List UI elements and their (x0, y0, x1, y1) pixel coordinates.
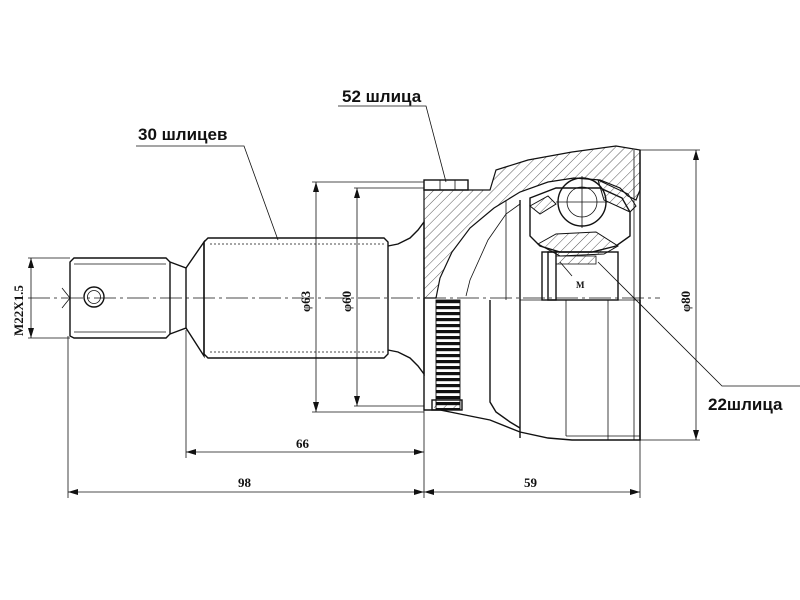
dim-63-label: φ63 (298, 290, 313, 312)
cotter-pin-hole (83, 286, 105, 308)
dim-98-label: 98 (238, 475, 252, 490)
dim-60-label: φ60 (339, 291, 354, 312)
mark-m-label: M (576, 280, 585, 290)
abs-tone-ring (435, 299, 461, 411)
inner-race (529, 179, 637, 301)
callout-30-splines: 30 шлицев (138, 125, 227, 144)
surface-mark (61, 287, 71, 309)
length-dimensions (67, 330, 641, 498)
callout-52-splines: 52 шлица (342, 87, 422, 106)
dim-59-label: 59 (524, 475, 538, 490)
leader-lines (136, 105, 800, 387)
callout-22-splines: 22шлица (708, 395, 783, 414)
dim-80-label: φ80 (678, 291, 693, 312)
dim-66-label: 66 (296, 436, 310, 451)
diameter-dimensions (28, 149, 700, 441)
dim-thread-label: M22X1.5 (11, 285, 26, 336)
threaded-stub (69, 239, 205, 359)
